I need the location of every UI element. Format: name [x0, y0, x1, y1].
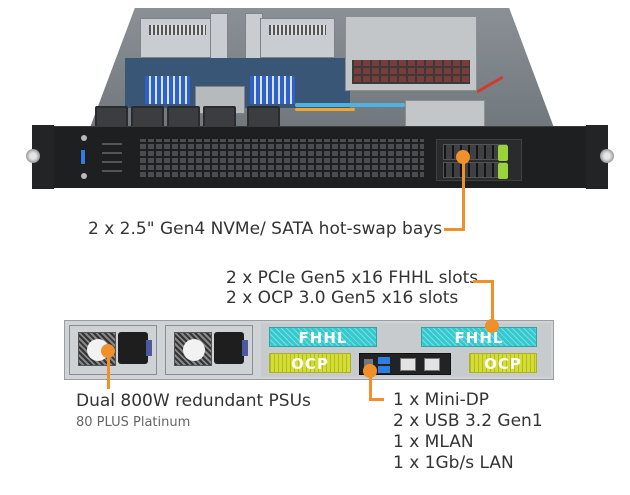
- io-item-usb: 2 x USB 3.2 Gen1: [393, 411, 543, 431]
- io-item-mini-dp: 1 x Mini-DP: [393, 390, 490, 410]
- psu-efficiency-label: 80 PLUS Platinum: [76, 415, 191, 430]
- fhhl-slot-1: FHHL: [269, 327, 377, 347]
- ocp-slot-1: OCP: [269, 353, 351, 373]
- power-cable: [295, 108, 355, 111]
- psu-2: [165, 325, 253, 375]
- psu-fan-icon: [174, 332, 212, 366]
- front-usb-port[interactable]: [80, 149, 86, 165]
- mlan-port[interactable]: [400, 358, 416, 371]
- callout-dot-expansion: [485, 319, 499, 333]
- callout-line-drive-bays: [462, 157, 465, 231]
- thumbscrew-icon[interactable]: [26, 149, 40, 163]
- drive-bays-label: 2 x 2.5" Gen4 NVMe/ SATA hot-swap bays: [88, 219, 443, 239]
- fhhl-slot-2: FHHL: [421, 327, 537, 347]
- server-front-view: [26, 8, 614, 189]
- server-rear-view: FHHL FHHL OCP OCP: [64, 320, 554, 380]
- drive-latch-icon[interactable]: [498, 145, 508, 161]
- ocp-slots-label: 2 x OCP 3.0 Gen5 x16 slots: [226, 288, 459, 308]
- power-socket-icon: [118, 332, 152, 364]
- drive-bay-1[interactable]: [443, 144, 508, 161]
- screw-icon: [81, 173, 87, 179]
- drive-latch-icon[interactable]: [498, 163, 508, 179]
- callout-line-drive-bays-h: [444, 228, 465, 231]
- callout-line-io: [369, 371, 372, 401]
- status-led-panel: [102, 139, 122, 179]
- sata-cable: [295, 103, 405, 107]
- usb-port-1[interactable]: [378, 357, 390, 364]
- hot-swap-drive-cage: [436, 139, 522, 181]
- rack-ear-left: [26, 125, 54, 189]
- expansion-slot-area: FHHL FHHL OCP OCP: [261, 323, 551, 377]
- usb-port-2[interactable]: [378, 366, 390, 373]
- drive-cage-top: [405, 100, 485, 128]
- callout-line-psu: [107, 351, 110, 389]
- io-item-mlan: 1 x MLAN: [393, 432, 474, 452]
- drive-bay-2[interactable]: [443, 162, 508, 179]
- lan-port[interactable]: [424, 358, 440, 371]
- rack-ear-right: [586, 125, 614, 189]
- front-panel: [26, 125, 614, 189]
- io-item-lan: 1 x 1Gb/s LAN: [393, 453, 514, 473]
- screw-icon: [81, 135, 87, 141]
- dimm-slots-left: [145, 76, 190, 104]
- pcie-slots-label: 2 x PCIe Gen5 x16 FHHL slots: [226, 268, 479, 288]
- psu-label: Dual 800W redundant PSUs: [76, 391, 311, 411]
- rear-io-panel: [359, 353, 451, 375]
- riser-cage-left: [140, 18, 215, 58]
- ocp-slot-2: OCP: [469, 353, 537, 373]
- internal-psu-bay: [345, 16, 477, 91]
- callout-line-expansion: [491, 280, 494, 326]
- callout-line-io-h: [369, 398, 384, 401]
- front-vent-grille: [138, 139, 424, 179]
- callout-line-expansion-h: [473, 280, 494, 283]
- thumbscrew-icon[interactable]: [600, 149, 614, 163]
- power-socket-icon: [214, 332, 248, 364]
- riser-cage-right: [260, 18, 335, 58]
- dimm-slots-right: [250, 76, 295, 104]
